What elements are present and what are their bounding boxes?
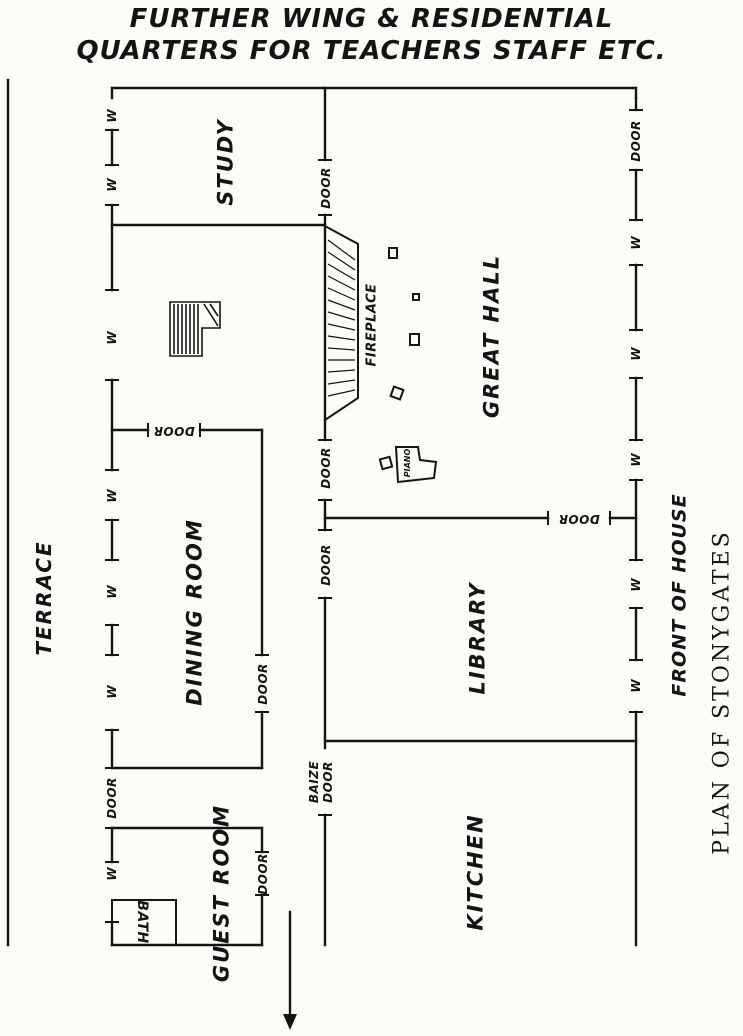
door-label-dining-right: DOOR (256, 663, 270, 705)
arrow-head (283, 1014, 297, 1030)
guest-room-text: GUEST ROOM (209, 803, 234, 983)
fireplace (324, 224, 359, 422)
window-label: W (105, 178, 119, 192)
window-label: W (629, 453, 643, 467)
window-label: W (629, 578, 643, 592)
window-label: W (105, 331, 119, 345)
window-label: W (105, 867, 119, 881)
door-label-library-left: DOOR (319, 544, 333, 586)
staircase (169, 301, 221, 357)
door-label-library-hall: DOOR (558, 512, 600, 526)
header-line-2: QUARTERS FOR TEACHERS STAFF ETC. (76, 36, 667, 66)
terrace-label: TERRACE (32, 540, 56, 656)
front-of-house-label: FRONT OF HOUSE (668, 493, 691, 697)
hall-furniture (378, 247, 420, 471)
window-label: W (105, 109, 119, 123)
door-label-guest: DOOR (256, 853, 270, 895)
study-label: STUDY (213, 118, 238, 206)
dining-room-label: DINING ROOM (182, 518, 207, 706)
window-label: W (105, 685, 119, 699)
window-label: W (629, 347, 643, 361)
window-label: W (105, 489, 119, 503)
door-label-terrace: DOOR (105, 777, 119, 819)
piano-label: PIANO (403, 448, 412, 478)
library-label: LIBRARY (465, 581, 490, 695)
bath-label: BATH (134, 900, 150, 944)
door-label-study: DOOR (319, 167, 333, 209)
fireplace-label: FIREPLACE (364, 283, 380, 367)
header-line-1: FURTHER WING & RESIDENTIAL (129, 4, 614, 34)
window-label: W (629, 679, 643, 693)
dining-room-walls (110, 428, 264, 770)
baize-door-label: BAIZE DOOR (307, 760, 335, 804)
guest-room-label: GUEST ROOM (209, 804, 234, 982)
bath-room (111, 899, 177, 946)
door-label-hall: DOOR (319, 447, 333, 489)
window-label: W (105, 585, 119, 599)
window-label: W (629, 236, 643, 250)
kitchen-label: KITCHEN (463, 813, 488, 931)
great-hall-label: GREAT HALL (479, 253, 504, 419)
plan-title: PLAN OF STONYGATES (709, 529, 735, 855)
piano (394, 446, 438, 484)
door-label-front: DOOR (629, 120, 643, 162)
door-label-dining-top: DOOR (153, 424, 195, 438)
